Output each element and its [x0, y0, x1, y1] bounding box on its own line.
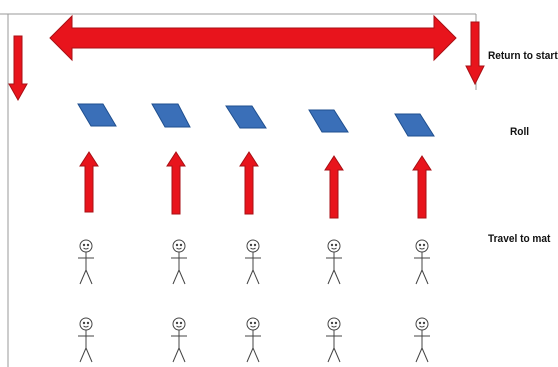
stick-figure-icon	[245, 318, 261, 362]
right-down-arrow	[466, 22, 484, 84]
stick-figure-icon	[414, 240, 430, 284]
up-arrow	[325, 156, 343, 218]
stick-figure-icon	[171, 240, 187, 284]
up-arrow	[413, 156, 431, 218]
stick-figure-icon	[245, 240, 261, 284]
label-return-to-start: Return to start	[488, 50, 558, 62]
label-roll: Roll	[510, 126, 529, 138]
up-arrow	[240, 152, 258, 214]
up-arrows	[80, 152, 431, 218]
up-arrow	[80, 152, 98, 212]
stick-figure-icon	[326, 318, 342, 362]
mat-icon	[152, 104, 190, 127]
stick-figure-icon	[171, 318, 187, 362]
mat-icon	[78, 104, 116, 126]
up-arrow	[167, 152, 185, 214]
mats	[78, 104, 434, 136]
left-down-arrow	[9, 36, 27, 100]
stick-figure-icon	[414, 318, 430, 362]
mat-icon	[395, 114, 434, 136]
mat-icon	[309, 110, 348, 132]
stick-figure-icon	[78, 318, 94, 362]
mat-icon	[226, 106, 266, 128]
label-travel-to-mat: Travel to mat	[488, 233, 550, 245]
stick-figure-icon	[78, 240, 94, 284]
stick-figure-icon	[326, 240, 342, 284]
return-double-arrow	[50, 16, 456, 60]
stick-figures	[78, 240, 430, 362]
